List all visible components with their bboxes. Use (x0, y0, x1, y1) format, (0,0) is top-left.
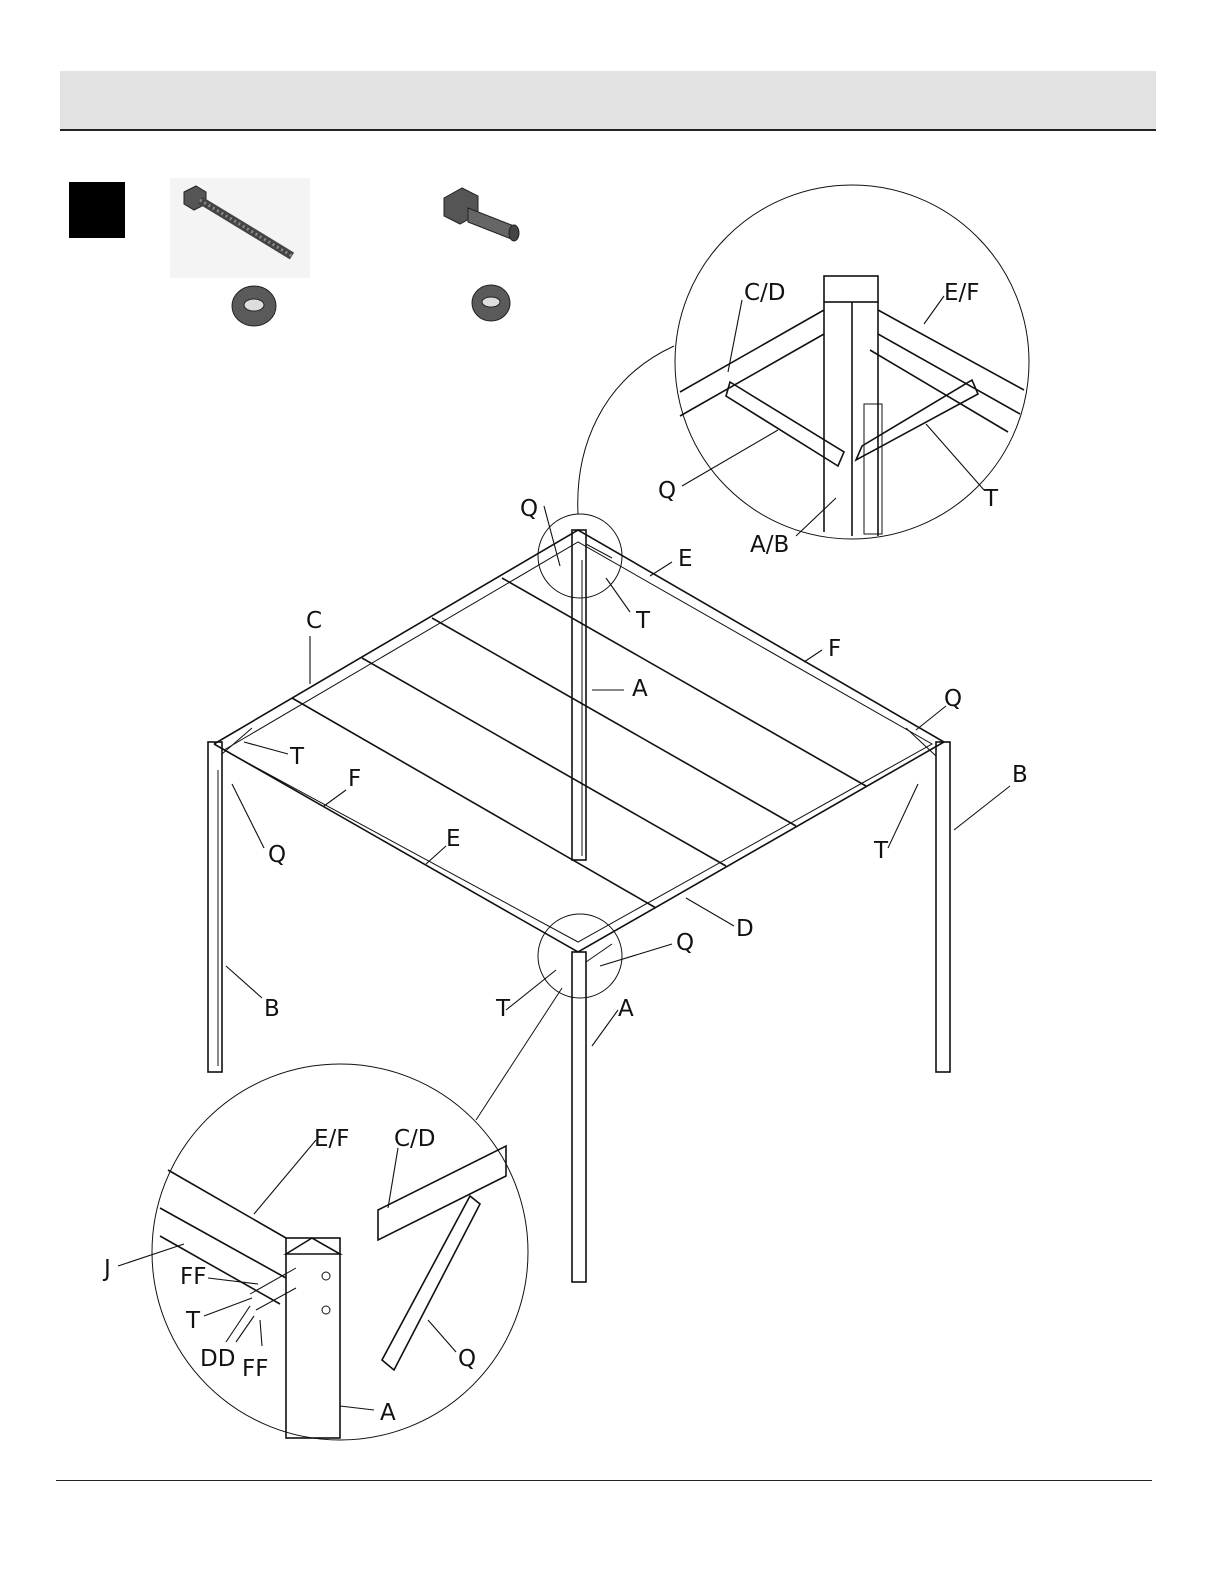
label-a: A (632, 676, 648, 702)
label-q: Q (658, 478, 676, 504)
part-labels: Q T E C A F Q B T F Q T E D Q T A B C/D … (102, 280, 1028, 1426)
label-t: T (185, 1308, 201, 1334)
label-t: T (873, 838, 889, 864)
label-ef: E/F (314, 1126, 350, 1152)
label-ef: E/F (944, 280, 980, 306)
label-ff: FF (180, 1264, 206, 1290)
label-q: Q (520, 496, 538, 522)
frame-top (214, 530, 944, 952)
label-d: D (736, 916, 754, 942)
label-e: E (678, 546, 693, 572)
detail-circle-top (538, 514, 622, 598)
label-cd: C/D (394, 1126, 436, 1152)
detail-magnified-top (675, 185, 1029, 539)
label-t: T (495, 996, 511, 1022)
corner-braces (222, 544, 936, 962)
label-q: Q (944, 686, 962, 712)
label-t: T (289, 744, 305, 770)
label-q: Q (268, 842, 286, 868)
label-a: A (380, 1400, 396, 1426)
label-t: T (983, 486, 999, 512)
label-c: C (306, 608, 322, 634)
label-j: J (102, 1256, 111, 1282)
detail-magnified-bottom (152, 1064, 528, 1440)
label-e: E (446, 826, 461, 852)
label-f: F (828, 636, 841, 662)
label-ab: A/B (750, 532, 789, 558)
label-q: Q (458, 1346, 476, 1372)
label-b: B (264, 996, 280, 1022)
label-a: A (618, 996, 634, 1022)
label-ff: FF (242, 1356, 268, 1382)
label-q: Q (676, 930, 694, 956)
label-cd: C/D (744, 280, 786, 306)
label-dd: DD (200, 1346, 235, 1372)
label-b: B (1012, 762, 1028, 788)
label-t: T (635, 608, 651, 634)
label-f: F (348, 766, 361, 792)
detail-circle-bottom (538, 914, 622, 998)
